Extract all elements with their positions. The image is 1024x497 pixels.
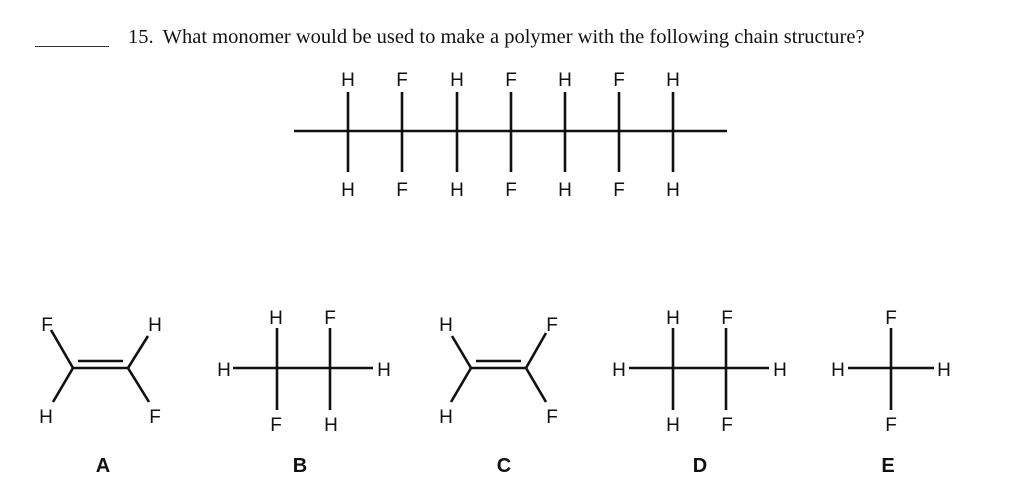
option-c-bottom-left-atom: H <box>439 407 453 428</box>
question-text: What monomer would be used to make a pol… <box>162 26 865 48</box>
answer-blank[interactable] <box>35 46 109 47</box>
option-b-c1-top-atom: H <box>269 308 283 329</box>
option-c[interactable]: H F H F C <box>439 315 558 477</box>
option-a-top-right-atom: H <box>148 315 162 336</box>
chain-lower-atom-3: H <box>450 180 464 201</box>
option-a[interactable]: F H H F A <box>39 315 162 477</box>
option-d-c1-bottom-atom: H <box>666 415 680 436</box>
option-c-top-right-atom: F <box>546 315 558 336</box>
option-b-c2-bottom-atom: H <box>324 415 338 436</box>
option-e-left-atom: H <box>831 360 845 381</box>
option-b[interactable]: H H F F H H B <box>217 308 391 477</box>
option-d-c2-top-atom: F <box>721 308 733 329</box>
option-a-bottom-right-atom: F <box>149 407 161 428</box>
chain-upper-atom-5: H <box>558 70 572 91</box>
chain-upper-atom-2: F <box>396 70 408 91</box>
option-e-top-atom: F <box>885 308 897 329</box>
option-a-top-left-atom: F <box>41 315 53 336</box>
chain-lower-atom-7: H <box>666 180 680 201</box>
chain-upper-atom-1: H <box>341 70 355 91</box>
chain-upper-atom-6: F <box>613 70 625 91</box>
option-a-bottom-left-atom: H <box>39 407 53 428</box>
option-d[interactable]: H H H F F H D <box>612 308 787 477</box>
chain-lower-atom-6: F <box>613 180 625 201</box>
option-e[interactable]: H F F H E <box>831 308 951 477</box>
option-d-right-atom: H <box>773 360 787 381</box>
chain-lower-atom-5: H <box>558 180 572 201</box>
option-e-bottom-atom: F <box>885 415 897 436</box>
option-e-right-atom: H <box>937 360 951 381</box>
option-c-top-left-atom: H <box>439 315 453 336</box>
chain-lower-atom-4: F <box>505 180 517 201</box>
polymer-chain: H F H F H F H H F H F H F H <box>294 70 727 201</box>
chain-lower-atom-1: H <box>341 180 355 201</box>
question-number: 15. <box>128 26 154 48</box>
question-prompt: 15. What monomer would be used to make a … <box>128 26 865 49</box>
option-d-left-atom: H <box>612 360 626 381</box>
option-d-c2-bottom-atom: F <box>721 415 733 436</box>
chain-upper-atom-3: H <box>450 70 464 91</box>
option-e-label: E <box>881 455 894 477</box>
option-b-c2-top-atom: F <box>324 308 336 329</box>
chain-lower-atom-2: F <box>396 180 408 201</box>
option-b-left-atom: H <box>217 360 231 381</box>
option-c-label: C <box>497 455 511 477</box>
option-c-bottom-right-atom: F <box>546 407 558 428</box>
option-d-label: D <box>693 455 707 477</box>
option-b-label: B <box>293 455 307 477</box>
option-b-c1-bottom-atom: F <box>270 415 282 436</box>
chain-upper-atom-4: F <box>505 70 517 91</box>
option-a-label: A <box>96 455 110 477</box>
option-b-right-atom: H <box>377 360 391 381</box>
option-d-c1-top-atom: H <box>666 308 680 329</box>
chain-upper-atom-7: H <box>666 70 680 91</box>
